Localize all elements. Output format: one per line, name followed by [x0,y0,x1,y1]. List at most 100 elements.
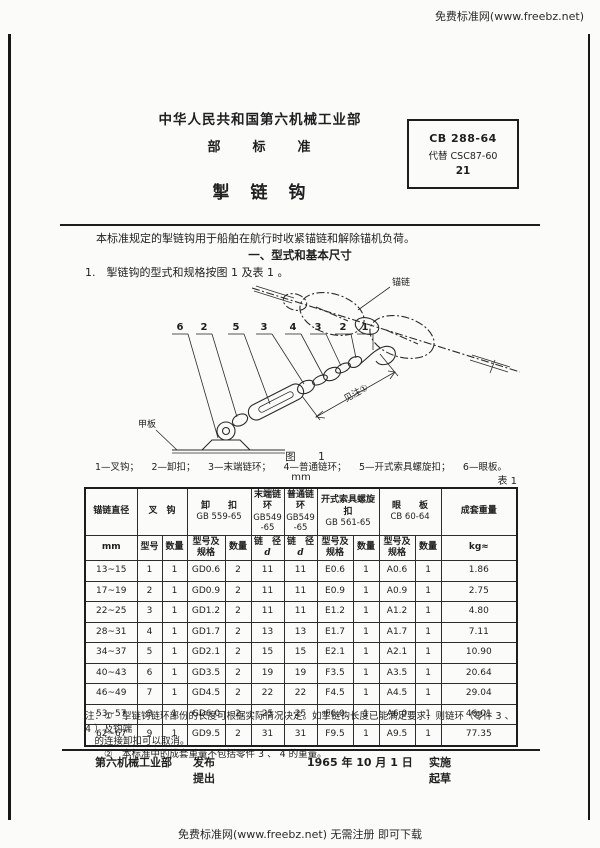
standard-page-number: 21 [455,164,471,177]
table-cell: 19 [283,662,318,685]
table-cell: 1 [352,683,380,705]
standard-replaces: 代替 CSC87-60 [428,150,498,162]
table-cell: A9.5 [378,724,416,747]
table-cell: 1 [352,662,380,685]
header-divider [60,224,540,226]
table-cell: 1 [161,642,188,664]
table-cell: 22~25 [84,601,138,623]
notes-block: 注：① 掣链钩链环部份的长度可根据实际情况决定。如掣链钩长度已能满足要求，则链环… [85,711,517,761]
table-cell: 1 [161,560,188,582]
footer-draft: 起草 [429,772,451,785]
scan-border-right [588,34,590,820]
subcol-eyeplate-qty: 数量 [414,534,442,562]
table-cell: 19 [250,662,285,685]
col-weight: 成套重量 [440,487,518,536]
table-cell: 1 [352,601,380,623]
table-cell: GD4.5 [186,683,226,705]
table-cell: 2 [224,662,252,685]
footer-divider [62,749,540,751]
callout-3a: 3 [261,322,268,333]
table-label: 表 1 [497,476,517,487]
figure-caption: 图 1 [285,451,331,463]
scan-border-left [8,34,11,820]
footer-issue-verb: 发布 [193,756,215,769]
table-cell: 2.75 [440,580,518,603]
table-cell: 1 [161,580,188,603]
table-cell: GD1.7 [186,621,226,644]
note-1-line-1: 注：① 掣链钩链环部份的长度可根据实际情况决定。如掣链钩长度已能满足要求，则链环… [85,711,515,735]
table-cell: 2 [224,580,252,603]
table-cell: 1 [352,621,380,644]
table-cell: 20.64 [440,662,518,685]
table-cell: A3.5 [378,662,416,685]
table-cell: GD0.6 [186,560,226,582]
table-cell: 3 [136,601,163,623]
table-cell: 2 [224,683,252,705]
footer: 第六机械工业部 发布 1965 年 10 月 1 日 实施 提出 起草 [85,754,517,786]
table-cell: 1 [414,560,442,582]
table-cell: 1 [352,560,380,582]
item-1-text: 1. 掣链钩的型式和规格按图 1 及表 1 。 [85,266,289,279]
callout-2b: 2 [340,322,347,333]
figure-parts-legend: 1—叉钩； 2—卸扣； 3—末端链环； 4—普通链环； 5—开式索具螺旋扣； 6… [95,459,507,473]
table-cell: 1 [414,683,442,705]
table-cell: F3.5 [316,662,354,685]
table-cell: A0.6 [378,560,416,582]
table-cell: 4.80 [440,601,518,623]
table-cell: 13 [250,621,285,644]
table-cell: 11 [283,580,318,603]
table-cell: 1 [352,724,380,747]
table-cell: 1 [414,580,442,603]
subcol-fork-model: 型号 [136,534,163,562]
figure-1-diagram: 锚链 6 [80,274,520,464]
table-cell: 13 [283,621,318,644]
table-cell: 7 [136,683,163,705]
table-cell: GD1.2 [186,601,226,623]
section-heading: 一、型式和基本尺寸 [248,248,352,262]
subcol-mm: mm [84,534,138,562]
table-cell: 34~37 [84,642,138,664]
subcol-kg: kg≈ [440,534,518,562]
table-cell: 1 [161,683,188,705]
table-cell: 1 [414,601,442,623]
col-fork-hook: 叉 钩 [136,487,188,536]
standard-type: 部 标 准 [207,140,313,155]
table-cell: 1 [161,662,188,685]
table-cell: 22 [250,683,285,705]
callout-1: 1 [362,322,369,333]
table-cell: 2 [224,560,252,582]
part-2: 2—卸扣； [151,462,196,473]
footer-issuer: 第六机械工业部 [95,756,172,769]
table-cell: A0.9 [378,580,416,603]
subcol-fork-qty: 数量 [161,534,188,562]
table-cell: 9 [136,724,163,747]
table-cell: 2 [224,621,252,644]
callout-5: 5 [233,322,240,333]
table-cell: 31 [283,724,318,747]
table-cell: 1 [161,621,188,644]
table-cell: GD3.5 [186,662,226,685]
table-cell: E0.6 [316,560,354,582]
table-cell: 46~49 [84,683,138,705]
table-cell: E1.2 [316,601,354,623]
ministry-name: 中华人民共和国第六机械工业部 [158,112,362,128]
subcol-turnbuckle-model: 型号及规格 [316,534,354,562]
watermark-bottom: 免费标准网(www.freebz.net) 无需注册 即可下载 [177,828,423,841]
table-cell: 15 [250,642,285,664]
table-cell: 1 [414,621,442,644]
table-cell: 1 [352,580,380,603]
table-cell: 11 [283,560,318,582]
subcol-shackle-model: 型号及规格 [186,534,226,562]
table-cell: 7.11 [440,621,518,644]
table-cell: 11 [250,560,285,582]
